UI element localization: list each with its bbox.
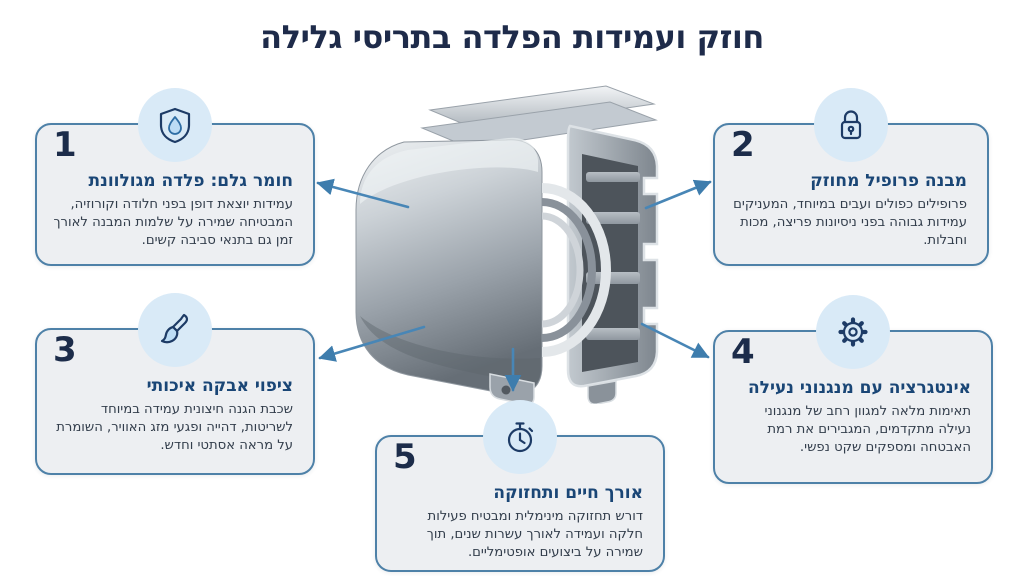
card-number: 3 <box>53 330 77 370</box>
card-number: 2 <box>731 125 755 165</box>
card-1-icon-circle <box>138 88 212 162</box>
card-lifespan-maintenance: 5 אורך חיים ותחזוקה דורש תחזוקה מינימלית… <box>375 400 665 572</box>
card-5-icon-circle <box>483 400 557 474</box>
card-3-icon-circle <box>138 293 212 367</box>
card-locking-integration: 4 אינטגרציה עם מנגנוני נעילה תאימות מלאה… <box>713 295 993 484</box>
card-number: 4 <box>731 332 755 372</box>
stopwatch-icon <box>498 415 542 459</box>
card-title: אינטגרציה עם מנגנוני נעילה <box>747 378 971 398</box>
card-body: תאימות מלאה למגוון רחב של מנגנוני נעילה … <box>764 404 971 456</box>
card-raw-material: 1 חומר גלם: פלדה מגולוונת עמידות יוצאת ד… <box>35 88 315 266</box>
card-number: 1 <box>53 125 77 165</box>
card-body: דורש תחזוקה מינימלית ומבטיח פעילות חלקה … <box>426 509 643 561</box>
page-title: חוזק ועמידות הפלדה בתריסי גלילה <box>260 18 764 56</box>
shield-drop-icon <box>153 103 197 147</box>
card-title: אורך חיים ותחזוקה <box>493 483 643 503</box>
card-body: שכבת הגנה חיצונית עמידה במיוחד לשריטות, … <box>56 402 293 454</box>
steel-profile-image <box>355 85 659 404</box>
card-2-icon-circle <box>814 88 888 162</box>
card-title: מבנה פרופיל מחוזק <box>810 171 967 191</box>
card-4-icon-circle <box>816 295 890 369</box>
card-body: עמידות יוצאת דופן בפני חלודה וקורוזיה, ה… <box>53 197 293 249</box>
card-reinforced-profile: 2 מבנה פרופיל מחוזק פרופילים כפולים ועבי… <box>713 88 989 266</box>
paintbrush-icon <box>153 308 197 352</box>
card-powder-coating: 3 ציפוי אבקה איכותי שכבת הגנה חיצונית עמ… <box>35 293 315 475</box>
card-number: 5 <box>393 437 417 477</box>
gear-icon <box>831 310 875 354</box>
card-title: ציפוי אבקה איכותי <box>146 376 293 396</box>
lock-icon <box>829 103 873 147</box>
card-title: חומר גלם: פלדה מגולוונת <box>88 171 293 191</box>
card-body: פרופילים כפולים ועבים במיוחד, המעניקים ע… <box>733 197 967 249</box>
